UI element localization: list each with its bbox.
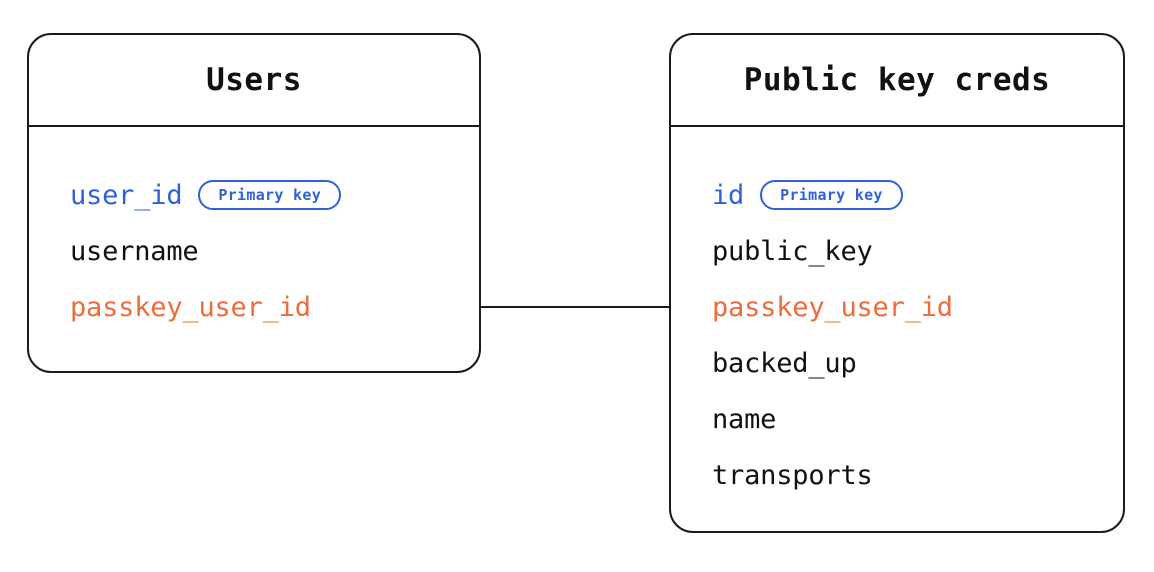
entity-header-divider: [671, 125, 1123, 127]
field-name: name: [712, 403, 777, 435]
field-name: passkey_user_id: [712, 291, 953, 323]
primary-key-badge: Primary key: [760, 180, 903, 210]
entity-header-users: Users: [29, 35, 479, 125]
field-name: transports: [712, 459, 873, 491]
field-row[interactable]: username: [29, 223, 479, 279]
entity-field-list: user_id Primary key username passkey_user_i…: [29, 127, 479, 335]
entity-users[interactable]: Users user_id Primary key username passkey_u…: [27, 33, 481, 373]
entity-header-public-key-creds: Public key creds: [671, 35, 1123, 125]
field-row[interactable]: user_id Primary key: [29, 167, 479, 223]
primary-key-badge-label: Primary key: [780, 186, 883, 204]
entity-title: Users: [206, 62, 302, 98]
field-row[interactable]: passkey_user_id: [29, 279, 479, 335]
primary-key-badge: Primary key: [198, 180, 342, 210]
field-name: username: [70, 235, 199, 267]
field-name: passkey_user_id: [70, 291, 311, 323]
relationship-connector-users-to-public-key-creds[interactable]: [481, 306, 669, 308]
field-row[interactable]: public_key: [671, 223, 1123, 279]
field-name: user_id: [70, 179, 183, 211]
field-row[interactable]: id Primary key: [671, 167, 1123, 223]
primary-key-badge-label: Primary key: [218, 186, 322, 204]
entity-header-divider: [29, 125, 479, 127]
entity-title: Public key creds: [743, 62, 1051, 98]
field-row[interactable]: backed_up: [671, 335, 1123, 391]
field-row[interactable]: name: [671, 391, 1123, 447]
field-name: backed_up: [712, 347, 857, 379]
field-name: id: [712, 179, 745, 211]
field-row[interactable]: transports: [671, 447, 1123, 503]
field-row[interactable]: passkey_user_id: [671, 279, 1123, 335]
field-name: public_key: [712, 235, 873, 267]
